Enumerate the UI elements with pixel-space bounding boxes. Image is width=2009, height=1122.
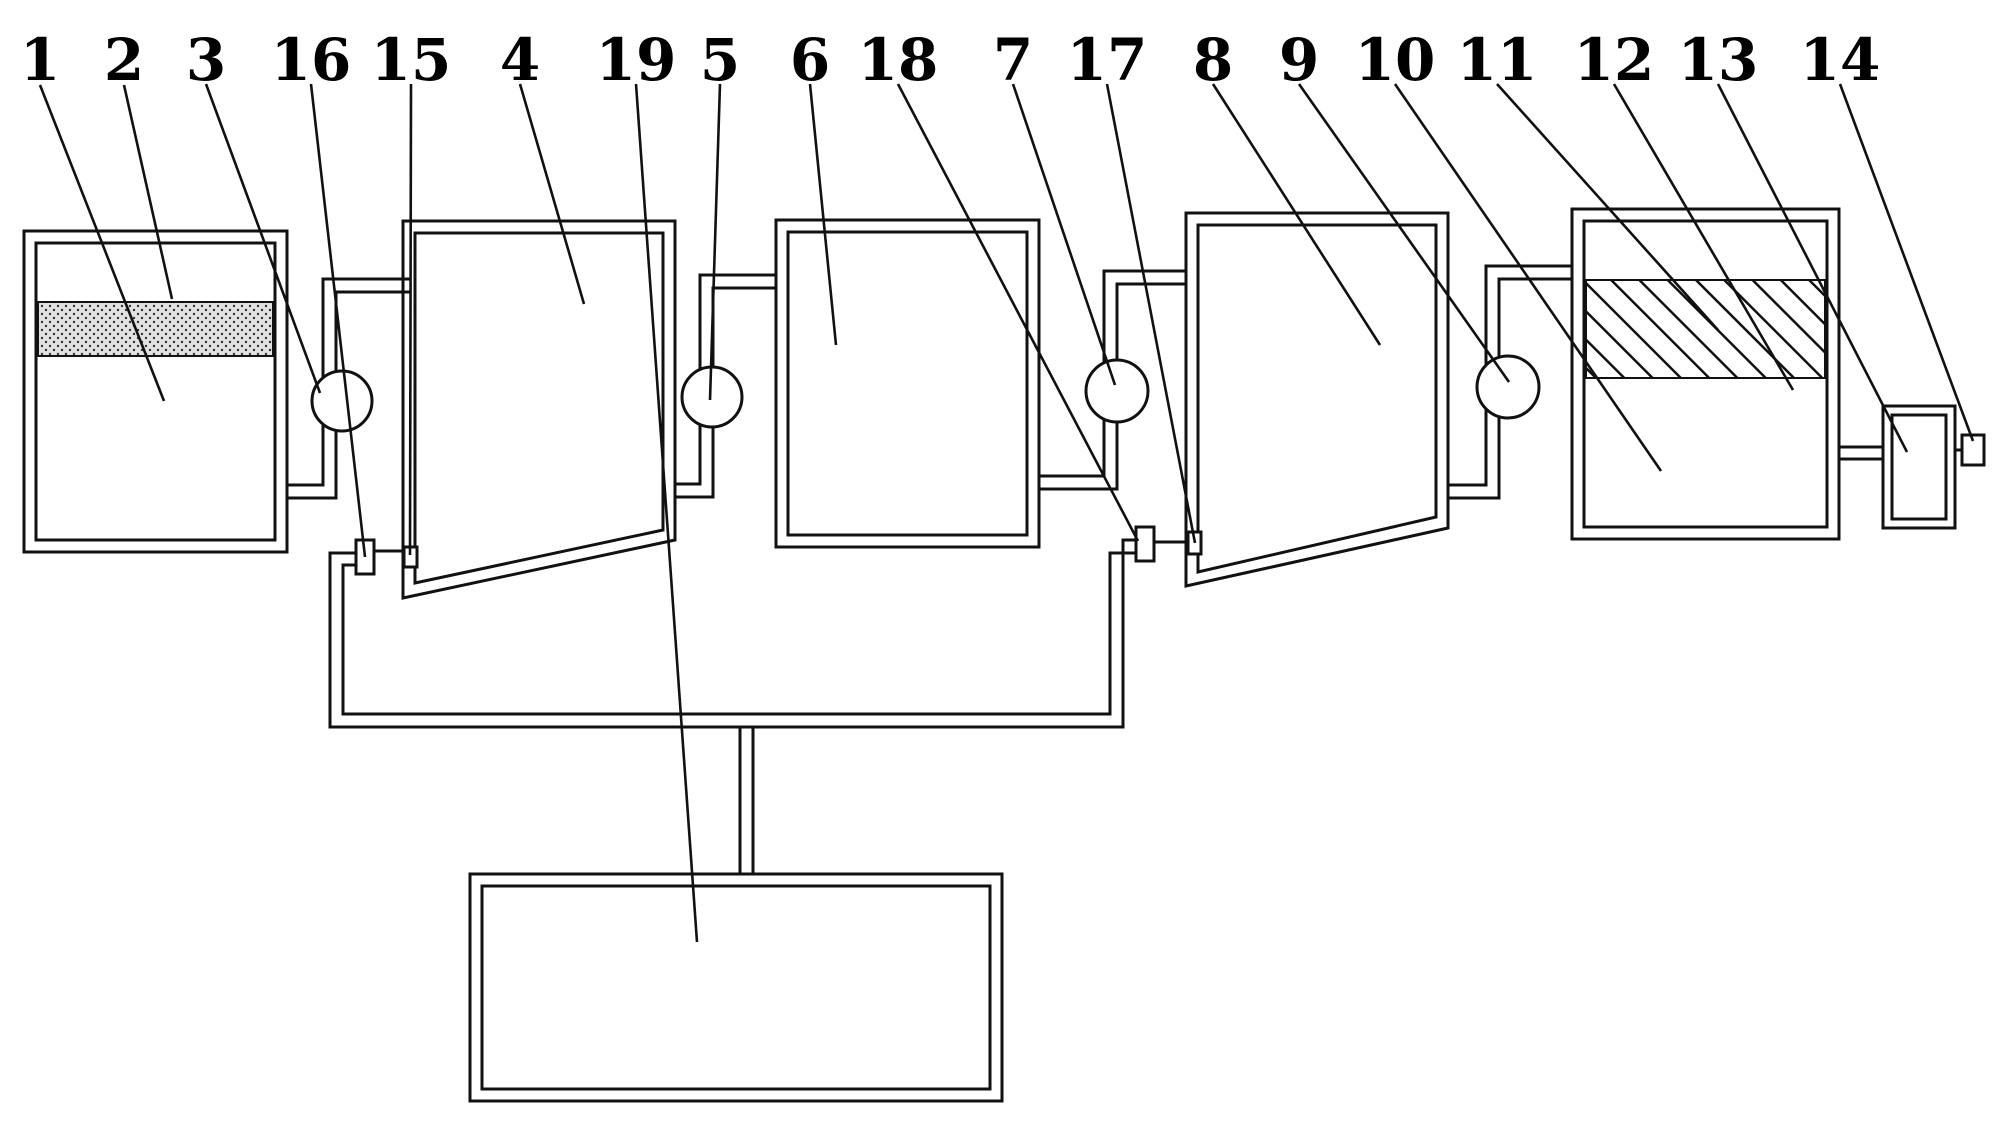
pump-7 xyxy=(1084,358,1150,424)
media-layer-11 xyxy=(1585,279,1826,379)
label-10: 10 xyxy=(1355,26,1436,94)
label-5: 5 xyxy=(700,26,740,94)
pump-3 xyxy=(310,369,374,433)
label-3: 3 xyxy=(186,26,226,94)
tank-8 xyxy=(1184,211,1450,588)
leader-lines xyxy=(38,83,1975,943)
label-6: 6 xyxy=(790,26,830,94)
tank-10 xyxy=(1570,207,1841,541)
label-13: 13 xyxy=(1678,26,1759,94)
label-16: 16 xyxy=(271,26,352,94)
label-9: 9 xyxy=(1279,26,1319,94)
label-15: 15 xyxy=(371,26,452,94)
label-19: 19 xyxy=(596,26,677,94)
number-labels: 1 2 3 16 15 4 19 5 6 18 7 17 8 9 10 11 1… xyxy=(20,26,1881,94)
box-13 xyxy=(1839,404,1986,530)
tank-4 xyxy=(401,219,677,600)
tank-1 xyxy=(22,229,289,554)
tank-6 xyxy=(774,218,1041,549)
manifold xyxy=(328,538,1136,874)
valve-18 xyxy=(1134,525,1156,563)
label-4: 4 xyxy=(500,26,540,94)
pump-9 xyxy=(1475,354,1541,420)
filter-layer-2 xyxy=(37,301,274,357)
label-8: 8 xyxy=(1193,26,1233,94)
label-11: 11 xyxy=(1457,26,1538,94)
label-7: 7 xyxy=(993,26,1033,94)
label-14: 14 xyxy=(1800,26,1881,94)
tank-19 xyxy=(468,872,1004,1103)
label-2: 2 xyxy=(104,26,144,94)
label-17: 17 xyxy=(1067,26,1148,94)
label-18: 18 xyxy=(858,26,939,94)
label-1: 1 xyxy=(20,26,60,94)
label-12: 12 xyxy=(1574,26,1655,94)
